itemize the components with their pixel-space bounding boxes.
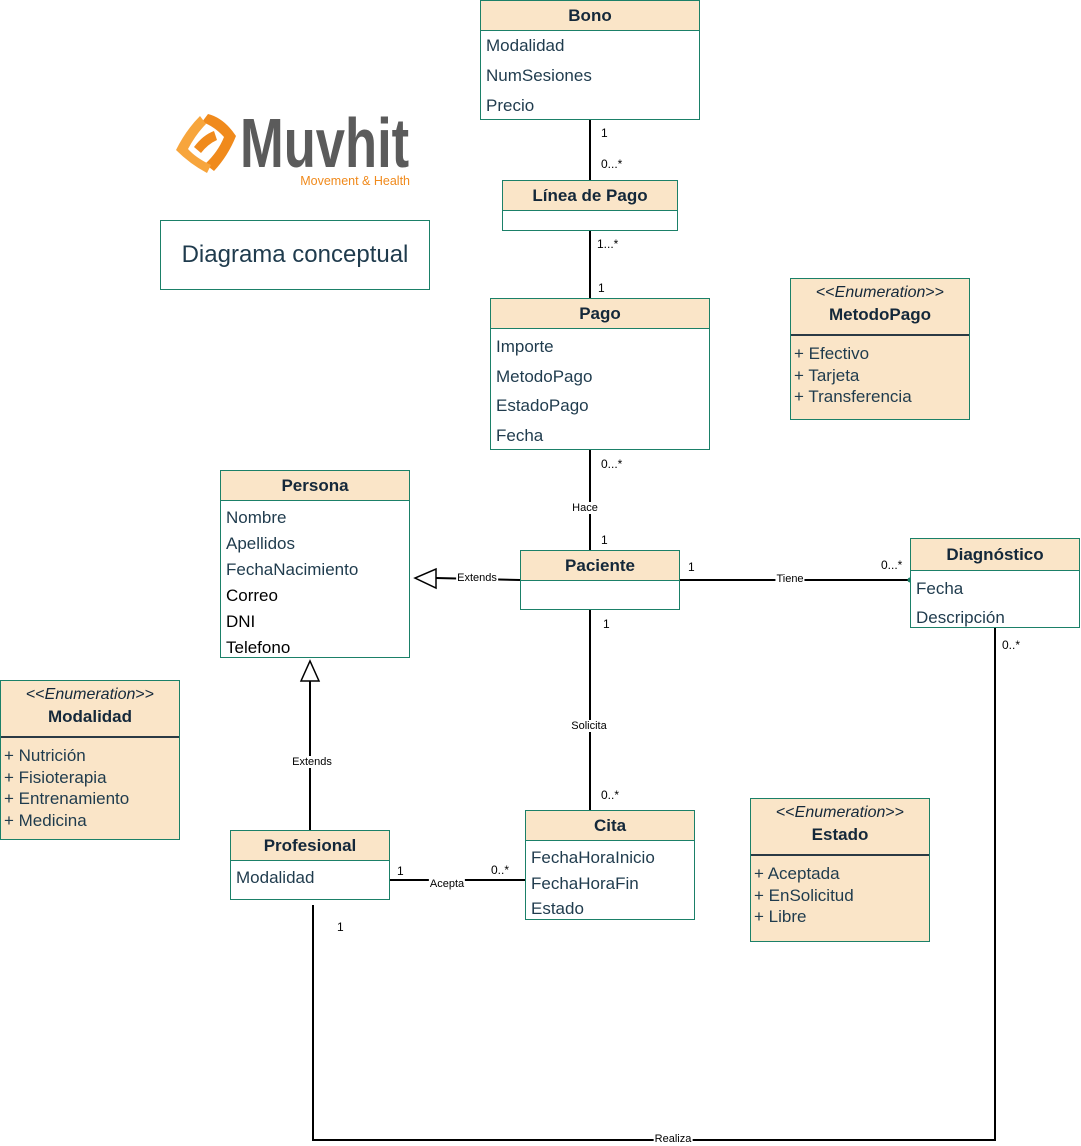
- enum-literal: + Fisioterapia: [4, 767, 107, 787]
- enum-name: MetodoPago: [829, 305, 931, 324]
- attribute: MetodoPago: [496, 366, 593, 386]
- multiplicity-pago-bottom: 0...*: [601, 457, 623, 471]
- attribute: EstadoPago: [496, 396, 589, 415]
- enum-name: Estado: [811, 825, 869, 844]
- class-name: Diagnóstico: [911, 539, 1079, 571]
- class-pago: Pago Importe MetodoPago EstadoPago Fecha: [490, 298, 710, 450]
- enum-literal: + Efectivo: [794, 344, 870, 363]
- attribute: Nombre: [226, 508, 287, 527]
- class-linea-de-pago: Línea de Pago: [502, 180, 678, 231]
- attribute: FechaHoraFin: [531, 873, 639, 893]
- multiplicity-linea-pago-top: 0...*: [601, 157, 623, 171]
- multiplicity-diagnostico-bottom: 0..*: [1002, 638, 1021, 652]
- attribute: Modalidad: [236, 868, 315, 887]
- class-name: Pago: [491, 299, 709, 329]
- class-name: Bono: [481, 1, 699, 31]
- enum-literal: + EnSolicitud: [754, 885, 854, 905]
- stereotype-text: Enumeration: [44, 686, 136, 703]
- attribute: Fecha: [496, 425, 544, 445]
- enum-literal: + Transferencia: [794, 387, 912, 406]
- relationship-label-acepta: Acepta: [428, 878, 466, 890]
- multiplicity-diagnostico-left: 0...*: [881, 558, 903, 572]
- multiplicity-paciente-right: 1: [688, 560, 695, 574]
- enum-modalidad: <<Enumeration>> Modalidad + Nutrición + …: [0, 680, 180, 840]
- attribute: FechaNacimiento: [226, 560, 359, 579]
- enum-literal: + Entrenamiento: [4, 789, 130, 808]
- class-name: Persona: [221, 471, 409, 501]
- enum-estado: <<Enumeration>> Estado + Aceptada + EnSo…: [750, 798, 930, 942]
- enum-literal: + Libre: [754, 907, 807, 926]
- stereotype-label: <<Enumeration>>: [791, 282, 969, 304]
- relationship-label-solicita: Solicita: [570, 720, 608, 732]
- muvhit-logo-icon: [176, 114, 236, 173]
- stereotype-text: Enumeration: [794, 804, 886, 821]
- enum-header: <<Enumeration>> Estado: [751, 799, 929, 856]
- stereotype-close: >>: [925, 284, 945, 301]
- logo-swoosh-inner: [194, 131, 217, 153]
- attribute: Precio: [486, 96, 535, 115]
- multiplicity-profesional-bottom: 1: [337, 920, 344, 934]
- stereotype-label: <<Enumeration>>: [751, 802, 929, 824]
- multiplicity-pago-top: 1: [598, 281, 605, 295]
- attribute: Modalidad: [486, 36, 565, 55]
- stereotype-text: Enumeration: [834, 284, 926, 301]
- enum-literal: + Medicina: [4, 810, 87, 830]
- logo-tagline: Movement & Health: [300, 174, 410, 188]
- generalization-arrow-paciente: [413, 567, 437, 590]
- attribute: Descripción: [916, 608, 1005, 627]
- attribute: DNI: [226, 612, 256, 631]
- attribute: FechaHoraInicio: [531, 848, 655, 867]
- relationship-label-realiza: Realiza: [653, 1133, 693, 1145]
- logo-wordmark: Muvhit: [240, 104, 410, 182]
- enum-literal: + Tarjeta: [794, 365, 860, 385]
- attribute: Apellidos: [226, 534, 295, 553]
- multiplicity-cita-left: 0..*: [491, 863, 510, 877]
- relationship-label-hace: Hace: [571, 502, 599, 514]
- class-name: Paciente: [521, 551, 679, 581]
- stereotype-open: <<: [25, 686, 45, 703]
- multiplicity-bono: 1: [601, 126, 608, 140]
- class-profesional: Profesional Modalidad: [230, 830, 390, 900]
- attribute: Importe: [496, 337, 554, 356]
- multiplicity-paciente-top: 1: [601, 533, 608, 547]
- relationship-label-tiene: Tiene: [775, 573, 805, 585]
- class-diagnostico: Diagnóstico Fecha Descripción: [910, 538, 1080, 628]
- class-name: Cita: [526, 811, 694, 841]
- logo-swoosh-right: [202, 114, 236, 171]
- stereotype-open: <<: [815, 284, 835, 301]
- relationship-label-extends-profesional: Extends: [291, 756, 333, 768]
- attribute: Telefono: [226, 638, 291, 657]
- enum-header: <<Enumeration>> Modalidad: [1, 681, 179, 738]
- logo-swoosh-left: [176, 116, 211, 173]
- generalization-arrow-profesional: [299, 659, 321, 682]
- attribute: Estado: [531, 899, 584, 918]
- diagram-title-box: Diagrama conceptual: [160, 220, 430, 290]
- stereotype-close: >>: [885, 804, 905, 821]
- class-name: Línea de Pago: [503, 181, 677, 211]
- multiplicity-cita-top: 0..*: [601, 788, 620, 802]
- stereotype-label: <<Enumeration>>: [1, 684, 179, 706]
- attribute: Correo: [226, 586, 278, 605]
- stereotype-close: >>: [135, 686, 155, 703]
- enum-literal: + Aceptada: [754, 864, 840, 883]
- enum-header: <<Enumeration>> MetodoPago: [791, 279, 969, 336]
- multiplicity-profesional-right: 1: [397, 864, 404, 878]
- multiplicity-paciente-bottom: 1: [603, 617, 610, 631]
- relationship-label-extends-paciente: Extends: [456, 572, 498, 584]
- enum-name: Modalidad: [47, 707, 133, 726]
- multiplicity-linea-pago-bottom: 1...*: [597, 237, 619, 251]
- class-bono: Bono Modalidad NumSesiones Precio: [480, 0, 700, 120]
- enum-metodo-pago: <<Enumeration>> MetodoPago + Efectivo + …: [790, 278, 970, 420]
- class-cita: Cita FechaHoraInicio FechaHoraFin Estado: [525, 810, 695, 920]
- attribute: Fecha: [916, 579, 964, 598]
- enum-literal: + Nutrición: [4, 746, 86, 765]
- class-persona: Persona Nombre Apellidos FechaNacimiento…: [220, 470, 410, 658]
- diagram-title: Diagrama conceptual: [181, 241, 409, 268]
- attribute: NumSesiones: [486, 66, 592, 85]
- class-name: Profesional: [231, 831, 389, 861]
- stereotype-open: <<: [775, 804, 795, 821]
- class-paciente: Paciente: [520, 550, 680, 610]
